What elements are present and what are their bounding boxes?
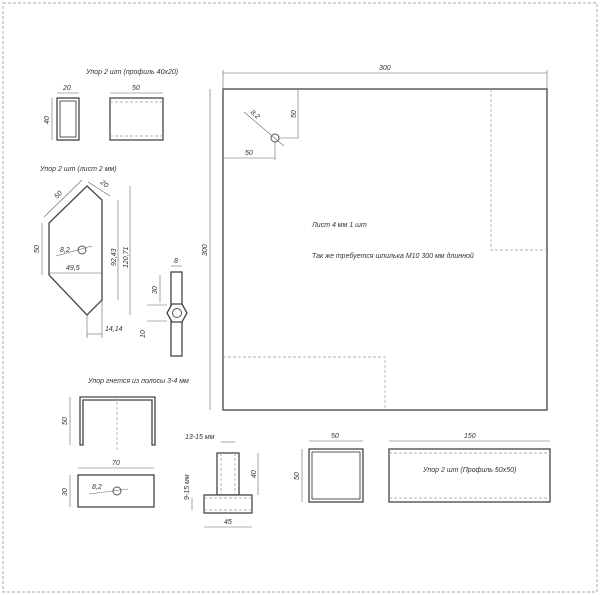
stud-note: Так же требуется шпилька М10 300 мм длин… <box>312 252 474 260</box>
sheet-label: Лист 4 мм 1 шт <box>311 222 367 229</box>
dim: 92,43 <box>111 248 118 266</box>
hex-plate-title: Упор 2 шт (лист 2 мм) <box>39 166 117 173</box>
dim: 50 <box>62 417 69 425</box>
dim: 50 <box>291 110 298 118</box>
dim: 8,2 <box>60 247 70 254</box>
dim: 30 <box>152 286 159 294</box>
dim: 20 <box>62 85 71 92</box>
dim: 50 <box>53 190 64 201</box>
dim: 30 <box>62 488 69 496</box>
dim: 20 <box>98 179 109 190</box>
dim: 150 <box>464 433 476 440</box>
main-sheet: 300 300 8,2 50 50 Лист 4 мм 1 шт Так же … <box>202 65 548 411</box>
dim: 300 <box>379 65 391 72</box>
dim: 50 <box>294 472 301 480</box>
dim: 8,2 <box>249 109 261 121</box>
dim: 8 <box>174 258 178 265</box>
dim: 14,14 <box>105 326 123 333</box>
dim: 50 <box>331 433 339 440</box>
dim: 120,71 <box>123 246 130 268</box>
dim: 70 <box>112 460 120 467</box>
dim: 9-15 мм <box>184 474 191 500</box>
dim: 300 <box>202 244 209 256</box>
profile-40x20-title: Упор 2 шт (профиль 40x20) <box>85 69 178 76</box>
dim: 10 <box>140 330 147 338</box>
dim: 40 <box>251 470 258 478</box>
dim: 49,5 <box>66 265 80 272</box>
dim: 13-15 мм <box>185 434 215 441</box>
dim: 50 <box>34 245 41 253</box>
profile-50x50-title: Упор 2 шт (Профиль 50x50) <box>422 467 516 474</box>
t-piece: 13-15 мм 40 9-15 мм 45 <box>184 434 259 528</box>
hex-plate: Упор 2 шт (лист 2 мм) 8,2 50 20 50 49,5 … <box>34 166 131 338</box>
dim: 50 <box>245 150 253 157</box>
profile-50x50-section: 50 50 <box>294 433 364 503</box>
profile-50x50-side: 150 Упор 2 шт (Профиль 50x50) <box>388 433 551 503</box>
u-bracket: Упор гнется из полосы 3-4 мм 50 8,2 70 3… <box>62 378 189 508</box>
rod-with-nut: 8 30 10 <box>140 258 188 357</box>
u-bracket-title: Упор гнется из полосы 3-4 мм <box>87 378 189 385</box>
profile-40x20: Упор 2 шт (профиль 40x20) 20 40 50 <box>44 69 178 141</box>
dim: 50 <box>132 85 140 92</box>
dim: 8,2 <box>92 484 102 491</box>
dim: 45 <box>224 519 232 526</box>
dim: 40 <box>44 116 51 124</box>
